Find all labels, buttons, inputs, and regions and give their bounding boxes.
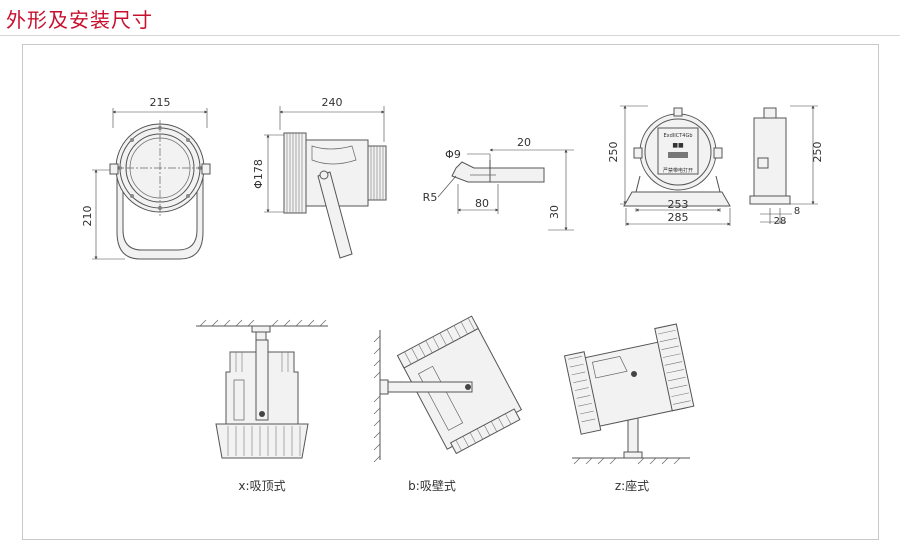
page-title: 外形及安装尺寸	[6, 8, 153, 32]
mount-wall-label: b:吸壁式	[408, 478, 456, 493]
dim-box-foot-b: 28	[774, 216, 787, 227]
dim-bracket-length: 80	[475, 197, 489, 210]
drawing-frame	[22, 44, 879, 540]
bracket-detail: Φ9 20 R5 80 30	[423, 136, 574, 231]
junction-box-front: 250 ExdIICT4Gb ■■ 严禁带电打开 253 285	[607, 105, 731, 226]
box-caption-label: 严禁带电打开	[663, 167, 693, 174]
box-brand-label: ExdIICT4Gb	[663, 133, 692, 139]
dim-side-length: 240	[322, 96, 343, 109]
dim-side-diameter: Φ178	[252, 159, 265, 189]
box-mark-label: ■■	[672, 142, 684, 149]
dim-bracket-radius: R5	[423, 191, 438, 204]
mount-ceiling-drawing	[196, 319, 328, 459]
header-divider	[0, 35, 900, 36]
front-view: 215 210	[81, 96, 211, 260]
side-view: 240 Φ178	[252, 96, 387, 259]
dim-bracket-hole: Φ9	[445, 148, 461, 161]
dim-bracket-offset: 20	[517, 136, 531, 149]
junction-box-side: 250 8 28	[749, 105, 824, 227]
dim-box-width-outer: 285	[668, 211, 689, 224]
mount-ceiling-label: x:吸顶式	[238, 479, 285, 493]
dim-box-width-inner: 253	[668, 198, 689, 211]
dim-box-foot-a: 8	[794, 206, 800, 217]
mount-wall-drawing	[373, 315, 523, 463]
dim-bracket-height: 30	[548, 205, 561, 219]
mount-seat-drawing	[563, 323, 695, 465]
dim-box-height-side: 250	[811, 142, 824, 163]
dim-front-width: 215	[150, 96, 171, 109]
dim-front-height: 210	[81, 206, 94, 227]
dim-box-height-front: 250	[607, 142, 620, 163]
mount-seat-label: z:座式	[615, 478, 649, 493]
